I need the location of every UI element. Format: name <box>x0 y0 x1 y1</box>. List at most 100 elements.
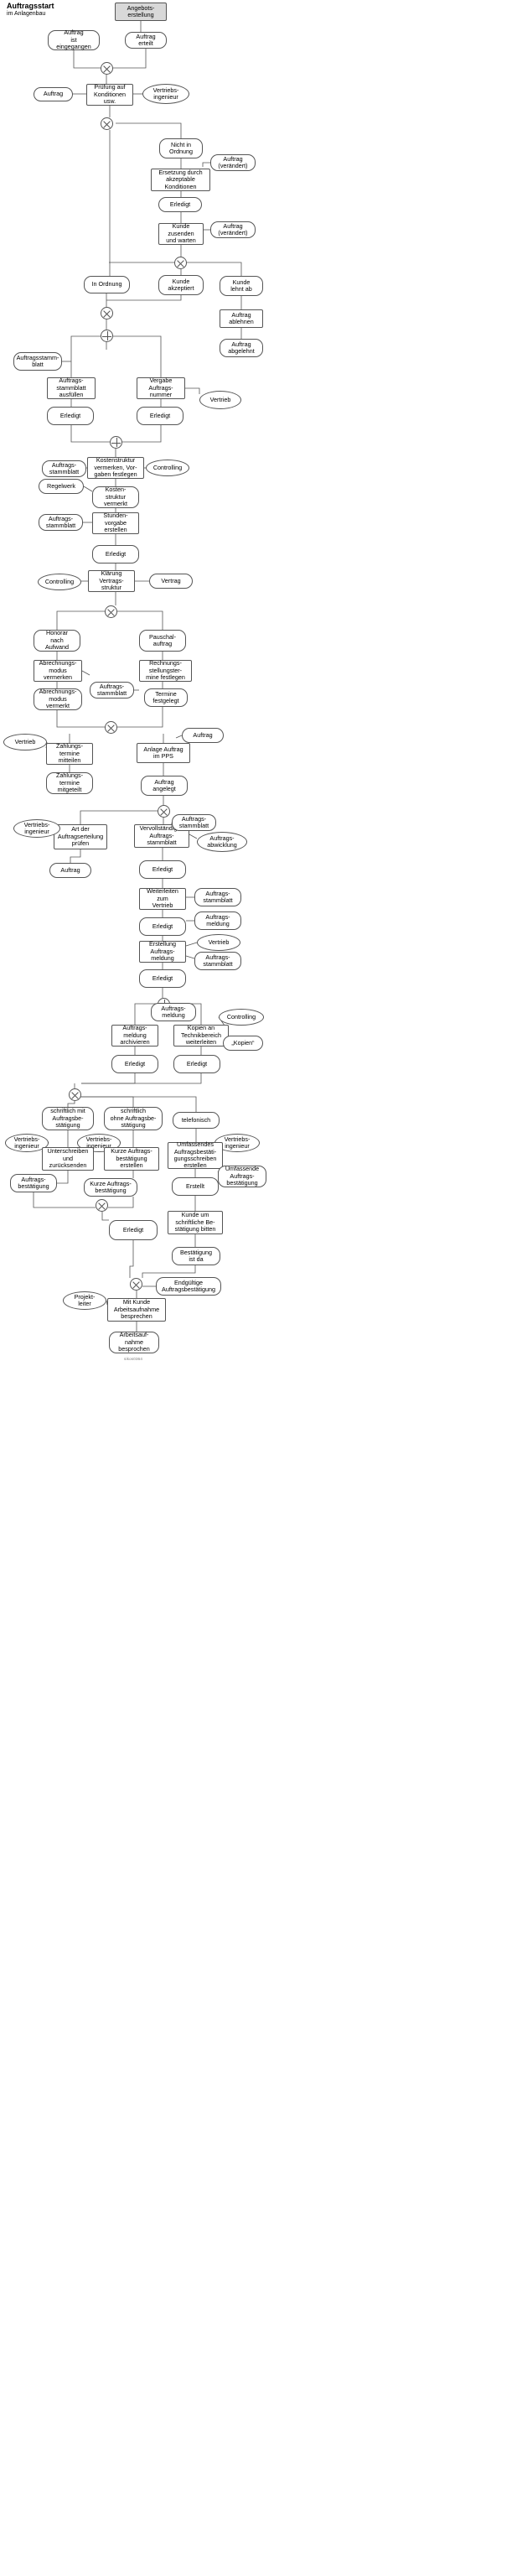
node-n71: schriftlich ohne Auftragsbe- stätigung <box>104 1107 163 1130</box>
node-n22: Erledigt <box>47 407 94 425</box>
node-n68: Erledigt <box>111 1055 158 1073</box>
node-n9: Ersetzung durch akzeptable Konditionen <box>151 169 210 191</box>
connector-xor-c4 <box>101 307 113 319</box>
node-n14: Kunde akzeptiert <box>158 275 204 295</box>
node-n63: Auftrags- meldung <box>151 1003 196 1021</box>
node-n64: Auftrags- meldung archivieren <box>111 1025 158 1046</box>
connector-xor-c1 <box>101 62 113 75</box>
node-n20: Vergabe Auftrags- nummer <box>137 377 185 399</box>
node-n57: Erledigt <box>139 917 186 936</box>
node-n51: Auftrags- stammblatt <box>172 814 216 831</box>
node-n7: Nicht in Ordnung <box>159 138 203 158</box>
node-n49: Vertriebs- ingenieur <box>13 819 60 838</box>
node-n59: Erstellung Auftrags- meldung <box>139 941 186 963</box>
node-n10: Erledigt <box>158 197 202 212</box>
node-n25: Auftrags- stammblatt <box>42 460 86 477</box>
connector-xor-c13 <box>96 1199 108 1212</box>
connector-xor-c14 <box>130 1278 142 1291</box>
node-n18: Auftragsstamm- blatt <box>13 352 62 371</box>
node-n65: Kopien an Technikbereich weiterleiten <box>173 1025 229 1046</box>
node-n48: Art der Auftragserteilung prüfen <box>54 824 107 849</box>
node-n79: Umfassende Auftrags- bestätigung <box>218 1166 266 1187</box>
node-n3: Auftrag erteilt <box>125 32 167 49</box>
node-n29: Stunden- vorgabe erstellen <box>92 512 139 534</box>
node-n24: Kostenstruktur vermerken, Vor- gaben fes… <box>87 457 144 479</box>
connector-xor-c3 <box>174 257 187 269</box>
node-n30: Auftrags- stammblatt <box>39 514 83 531</box>
node-n12: Auftrag (verändert) <box>210 221 256 238</box>
node-n62: Erledigt <box>139 969 186 988</box>
node-n2: Auftrag ist eingegangen <box>48 29 100 50</box>
node-n78: Umfassendes Auftragsbestäti- gungsschrei… <box>168 1140 223 1169</box>
node-n89: Arbeitsauf- nahme besprochen <box>109 1332 159 1353</box>
node-n60: Vertrieb <box>197 934 240 951</box>
node-n69: Erledigt <box>173 1055 220 1073</box>
node-n88: Mit Kunde Arbeitsaufnahme besprechen <box>107 1298 166 1322</box>
node-n84: Kunde um schriftliche Be- stätigung bitt… <box>168 1211 223 1234</box>
node-n38: Rechnungs- stellungster- mine festlegen <box>139 660 192 682</box>
node-n21: Vertrieb <box>199 391 241 409</box>
node-n5: Auftrag <box>34 87 73 101</box>
node-n31: Erledigt <box>92 545 139 564</box>
node-n19: Auftrags- stammblatt ausfüllen <box>47 377 96 399</box>
node-n32: Klärung Vertrags- struktur <box>88 570 135 592</box>
node-n26: Controlling <box>146 460 189 476</box>
node-n73: Vertriebs- ingenieur <box>5 1134 49 1152</box>
node-n4: Prüfung auf Konditionen usw. <box>86 84 133 106</box>
page-title-sub: im Anlagenbau <box>7 11 46 18</box>
node-n13: In Ordnung <box>84 276 130 293</box>
node-n53: Auftrag <box>49 863 91 878</box>
node-n61: Auftrags- stammblatt <box>194 952 241 970</box>
node-n23: Erledigt <box>137 407 183 425</box>
node-n1: Angebots- erstellung <box>115 3 167 21</box>
node-n46: Zahlungs- termine mitgeteilt <box>46 772 93 794</box>
node-n70: schriftlich mit Auftragsbe- stätigung <box>42 1107 94 1130</box>
connector-xor-c8 <box>105 605 117 618</box>
footer-code: sikos0364 <box>124 1357 143 1361</box>
node-n35: Honorar nach Aufwand <box>34 630 80 652</box>
connector-xor-c12 <box>69 1088 81 1101</box>
node-n45: Auftrag <box>182 728 224 743</box>
node-n54: Erledigt <box>139 860 186 879</box>
node-n47: Auftrag angelegt <box>141 776 188 796</box>
node-n40: Auftrags- stammblatt <box>90 682 134 699</box>
node-n8: Auftrag (verändert) <box>210 154 256 171</box>
node-n41: Termine festgelegt <box>144 688 188 707</box>
node-n15: Kunde lehnt ab <box>220 276 263 296</box>
node-n58: Auftrags- meldung <box>194 911 241 930</box>
node-n81: Kurze Auftrags- bestätigung <box>84 1178 137 1197</box>
connector-and-c5 <box>101 330 113 342</box>
node-n33: Controlling <box>38 574 81 590</box>
node-n77: Kurze Auftrags- bestätigung erstellen <box>104 1147 159 1171</box>
node-n56: Auftrags- stammblatt <box>194 888 241 906</box>
page-title-main: Auftragsstart <box>7 2 54 10</box>
connector-xor-c2 <box>101 117 113 130</box>
node-n85: Bestätigung ist da <box>172 1247 220 1265</box>
node-n27: Kosten- struktur vermerkt <box>92 486 139 508</box>
node-n17: Auftrag abgelehnt <box>220 339 263 357</box>
node-n34: Vertrag <box>149 574 193 589</box>
node-n42: Vertrieb <box>3 734 47 750</box>
node-n66: Controlling <box>219 1009 264 1026</box>
node-n39: Abrechnungs- modus vermerkt <box>34 688 82 710</box>
connector-xor-c9 <box>105 721 117 734</box>
node-n11: Kunde zusenden und warten <box>158 223 204 245</box>
node-n55: Weiterleiten zum Vertrieb <box>139 888 186 910</box>
node-n83: Erledigt <box>109 1220 158 1240</box>
node-n67: „Kopien“ <box>223 1036 263 1051</box>
connector-and-c6 <box>110 436 122 449</box>
node-n36: Pauschal- auftrag <box>139 630 186 652</box>
node-n86: Endgültige Auftragsbestätigung <box>156 1277 221 1296</box>
node-n82: Erstellt <box>172 1177 219 1196</box>
node-n87: Projekt- leiter <box>63 1291 106 1310</box>
node-n76: Unterschreiben und zurücksenden <box>42 1147 94 1171</box>
node-n44: Anlage Auftrag im PPS <box>137 743 190 763</box>
node-n37: Abrechnungs- modus vermerken <box>34 660 82 682</box>
node-n80: Auftrags- bestätigung <box>10 1174 57 1192</box>
node-n43: Zahlungs- termine mitteilen <box>46 743 93 765</box>
node-n16: Auftrag ablehnen <box>220 309 263 328</box>
node-n28: Regelwerk <box>39 479 84 494</box>
node-n52: Auftrags- abwicklung <box>197 832 247 852</box>
